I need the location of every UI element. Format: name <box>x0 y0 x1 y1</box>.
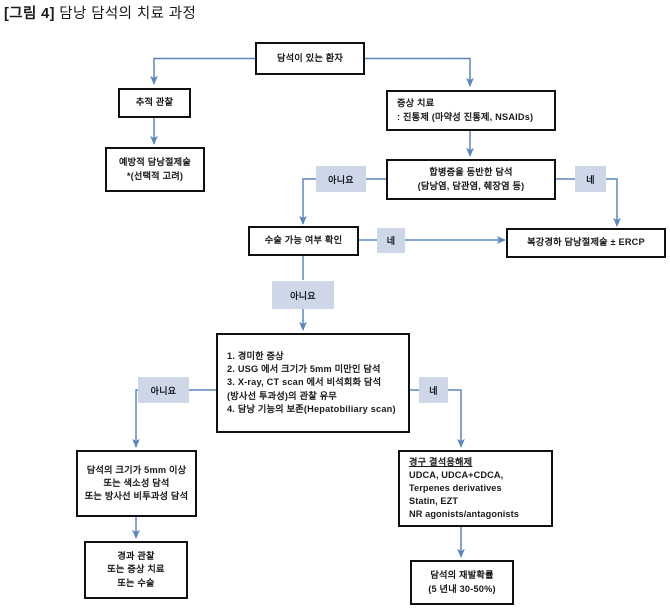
node-text: : 진통제 (마약성 진통제, NSAIDs) <box>397 111 534 122</box>
edge-label-no-complications: 아니요 <box>316 166 366 192</box>
node-lap-chole-ercp: 복강경하 담낭절제술 ± ERCP <box>506 228 666 258</box>
node-text: 경과 관찰 <box>117 551 155 562</box>
node-text: 합병증을 동반한 담석 <box>429 167 513 178</box>
node-text: 수술 가능 여부 확인 <box>264 235 343 246</box>
edge-label-text: 아니요 <box>150 385 177 396</box>
node-text: 증상 치료 <box>397 98 435 109</box>
node-recurrence-rate: 담석의 재발확률 (5 년내 30-50%) <box>410 560 514 605</box>
node-text: 복강경하 담낭절제술 ± ERCP <box>527 237 645 248</box>
page-title: [그림 4] 담낭 담석의 치료 과정 <box>4 2 196 23</box>
node-text: NR agonists/antagonists <box>409 509 520 520</box>
node-text: *(선택적 고려) <box>126 170 184 181</box>
node-patient-with-stones: 담석이 있는 환자 <box>255 42 365 75</box>
figure-tag: [그림 4] <box>4 6 55 22</box>
node-text: 2. USG 에서 크기가 5mm 미만인 담석 <box>227 364 381 375</box>
node-criteria-list: 1. 경미한 증상 2. USG 에서 크기가 5mm 미만인 담석 3. X-… <box>216 333 410 433</box>
node-text: 또는 방사선 비투과성 담석 <box>84 491 189 502</box>
figure-title-text: 담낭 담석의 치료 과정 <box>59 6 197 22</box>
node-stone-gt-5mm: 담석의 크기가 5mm 이상 또는 색소성 담석 또는 방사선 비투과성 담석 <box>76 450 197 517</box>
node-text: (5 년내 30-50%) <box>428 583 496 594</box>
node-text: (방사선 투과성)의 관찰 유무 <box>227 390 337 401</box>
node-text: 또는 색소성 담석 <box>103 477 170 488</box>
node-text: Terpenes derivatives <box>409 482 502 493</box>
node-text: Statin, EZT <box>409 496 459 507</box>
edge-label-text: 아니요 <box>328 174 354 185</box>
node-heading: 경구 결석용해제 <box>409 456 473 467</box>
node-text: 또는 수술 <box>117 577 155 588</box>
edge-label-yes-criteria: 네 <box>419 377 448 403</box>
node-text: 담석이 있는 환자 <box>276 52 344 63</box>
node-symptomatic-treatment: 증상 치료 : 진통제 (마약성 진통제, NSAIDs) <box>386 90 556 131</box>
node-text: 1. 경미한 증상 <box>227 351 284 362</box>
node-text: 3. X-ray, CT scan 에서 비석회화 담석 <box>227 377 382 388</box>
node-complicated-stones: 합병증을 동반한 담석 (담낭염, 담관염, 췌장염 등) <box>386 159 556 200</box>
edge-label-no-operable: 아니요 <box>272 281 334 309</box>
edge-label-text: 네 <box>429 385 438 396</box>
edge-label-yes-operable: 네 <box>377 228 405 253</box>
node-text: 4. 담낭 기능의 보존(Hepatobiliary scan) <box>227 403 396 414</box>
edge-label-yes-complications: 네 <box>575 166 606 192</box>
node-text: 또는 증상 치료 <box>107 564 165 575</box>
edge-label-text: 아니요 <box>290 290 316 301</box>
edge-label-text: 네 <box>386 236 396 246</box>
node-text: 추적 관찰 <box>135 97 174 108</box>
node-text: (담낭염, 담관염, 췌장염 등) <box>417 180 525 191</box>
node-observation: 추적 관찰 <box>118 88 191 118</box>
node-text: UDCA, UDCA+CDCA, <box>409 469 504 480</box>
node-text: 담석의 재발확률 <box>430 570 494 581</box>
edge-label-no-criteria: 아니요 <box>138 377 189 403</box>
node-oral-dissolution-agents: 경구 결석용해제 UDCA, UDCA+CDCA, Terpenes deriv… <box>398 450 553 527</box>
node-text: 예방적 담낭절제술 <box>119 157 191 168</box>
edge-label-text: 네 <box>586 174 595 185</box>
node-text: 담석의 크기가 5mm 이상 <box>86 464 187 475</box>
node-operability-check: 수술 가능 여부 확인 <box>248 226 359 256</box>
node-prophylactic-cholecystectomy: 예방적 담낭절제술 *(선택적 고려) <box>105 147 205 192</box>
node-followup-or-surgery: 경과 관찰 또는 증상 치료 또는 수술 <box>84 541 188 599</box>
